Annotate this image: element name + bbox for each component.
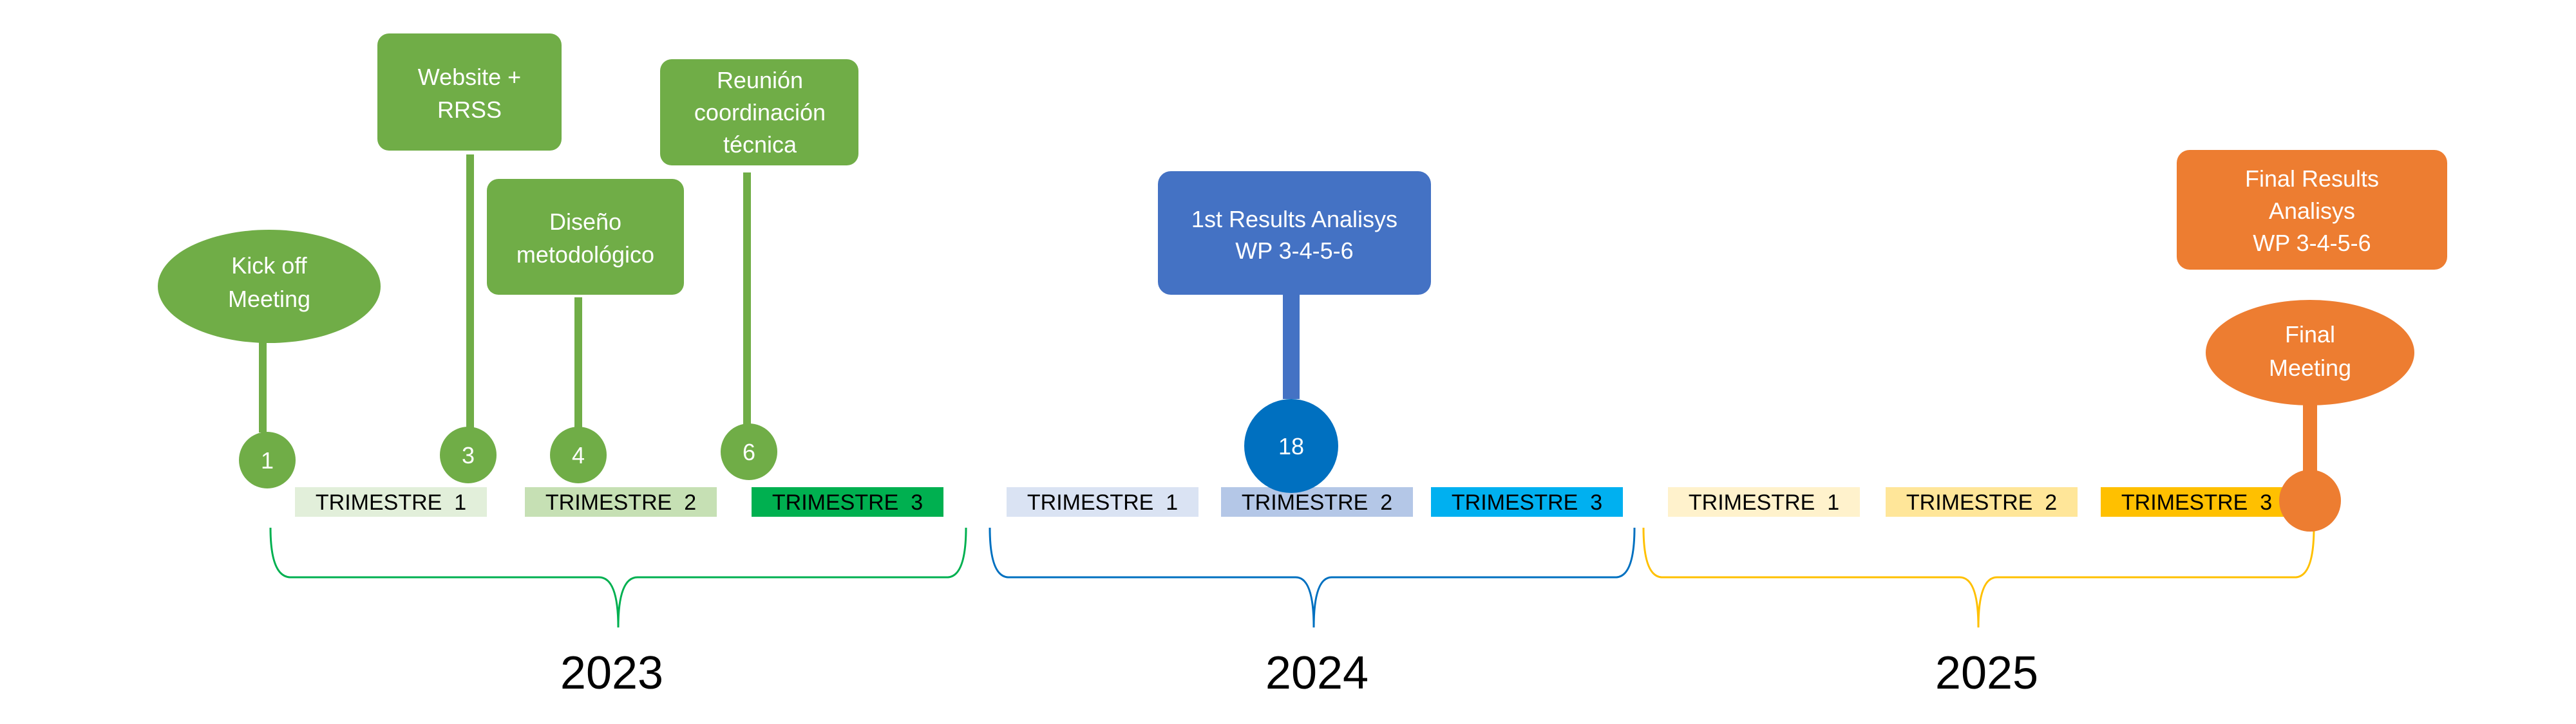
milestone-6-dot [721, 423, 777, 480]
quarter-label-2024-2: TRIMESTRE 2 [1242, 490, 1392, 515]
milestone-3-callout [377, 33, 562, 151]
milestone-6-callout-line-3: técnica [723, 131, 797, 158]
milestone-4: Diseño metodológico 4 [487, 179, 684, 483]
final-meeting-line-1: Final [2285, 321, 2335, 348]
milestone-18: 1st Results Analisys WP 3-4-5-6 18 [1158, 171, 1431, 493]
year-labels: 2023 2024 2025 [560, 647, 2038, 699]
milestone-18-callout [1158, 171, 1431, 295]
quarter-bar-2023-1 [295, 487, 487, 517]
milestone-1-callout-line-2: Meeting [228, 286, 310, 312]
final-meeting-line-2: Meeting [2269, 355, 2351, 381]
quarter-label-2025-2: TRIMESTRE 2 [1906, 490, 2057, 515]
quarter-bar-2025-2 [1886, 487, 2078, 517]
final-results-callout [2177, 150, 2447, 270]
quarter-label-2024-3: TRIMESTRE 3 [1452, 490, 1602, 515]
year-label-2025: 2025 [1935, 647, 2038, 699]
milestone-4-callout-line-2: metodológico [516, 241, 654, 268]
quarter-bar-2024-3 [1431, 487, 1623, 517]
quarter-label-2025-1: TRIMESTRE 1 [1689, 490, 1839, 515]
milestone-3-dot [440, 427, 497, 483]
final-meeting-dot [2279, 470, 2341, 532]
milestone-4-dot [550, 427, 607, 483]
year-label-2023: 2023 [560, 647, 663, 699]
milestone-6-callout-line-2: coordinación [694, 99, 826, 125]
milestone-1-callout [158, 230, 381, 343]
final-results-line-2: Analisys [2269, 198, 2355, 224]
milestone-1: Kick off Meeting 1 [158, 230, 381, 488]
milestone-18-number: 18 [1278, 433, 1304, 459]
milestone-6-callout-line-1: Reunión [717, 67, 803, 93]
quarter-bar-2023-2 [525, 487, 717, 517]
quarter-bar-2024-2 [1221, 487, 1413, 517]
quarter-label-2023-3: TRIMESTRE 3 [772, 490, 923, 515]
final-results-line-1: Final Results [2245, 165, 2379, 192]
milestone-1-number: 1 [261, 447, 274, 474]
quarter-label-2024-1: TRIMESTRE 1 [1027, 490, 1178, 515]
quarter-bars: TRIMESTRE 1 TRIMESTRE 2 TRIMESTRE 3 TRIM… [295, 487, 2293, 517]
year-label-2024: 2024 [1265, 647, 1368, 699]
quarter-label-2023-1: TRIMESTRE 1 [316, 490, 466, 515]
milestone-18-callout-line-2: WP 3-4-5-6 [1235, 237, 1353, 264]
quarter-bar-2025-3 [2101, 487, 2293, 517]
milestone-final: Final Results Analisys WP 3-4-5-6 Final … [2177, 150, 2447, 532]
quarter-bar-2024-1 [1007, 487, 1198, 517]
quarter-label-2025-3: TRIMESTRE 3 [2121, 490, 2272, 515]
quarter-bar-2025-1 [1668, 487, 1860, 517]
milestone-6: Reunión coordinación técnica 6 [660, 59, 858, 480]
brace-2024 [989, 527, 1636, 628]
final-meeting-callout [2206, 300, 2414, 405]
milestone-4-number: 4 [572, 442, 585, 469]
milestone-3: Website + RRSS 3 [377, 33, 562, 483]
milestone-18-dot [1244, 399, 1338, 493]
milestone-1-dot [239, 432, 296, 488]
quarter-bar-2023-3 [752, 487, 943, 517]
milestone-6-number: 6 [743, 439, 755, 465]
milestone-3-callout-line-2: RRSS [437, 97, 502, 123]
brace-2025 [1642, 527, 2315, 628]
final-results-line-3: WP 3-4-5-6 [2253, 230, 2371, 256]
milestone-18-callout-line-1: 1st Results Analisys [1191, 206, 1397, 232]
milestone-1-callout-line-1: Kick off [231, 252, 307, 279]
milestone-3-number: 3 [462, 442, 475, 469]
milestone-4-callout-line-1: Diseño [549, 209, 621, 235]
quarter-label-2023-2: TRIMESTRE 2 [545, 490, 696, 515]
year-braces [269, 527, 2315, 628]
milestone-4-callout [487, 179, 684, 295]
brace-2023 [269, 527, 967, 628]
milestone-3-callout-line-1: Website + [418, 64, 521, 90]
milestone-6-callout [660, 59, 858, 165]
